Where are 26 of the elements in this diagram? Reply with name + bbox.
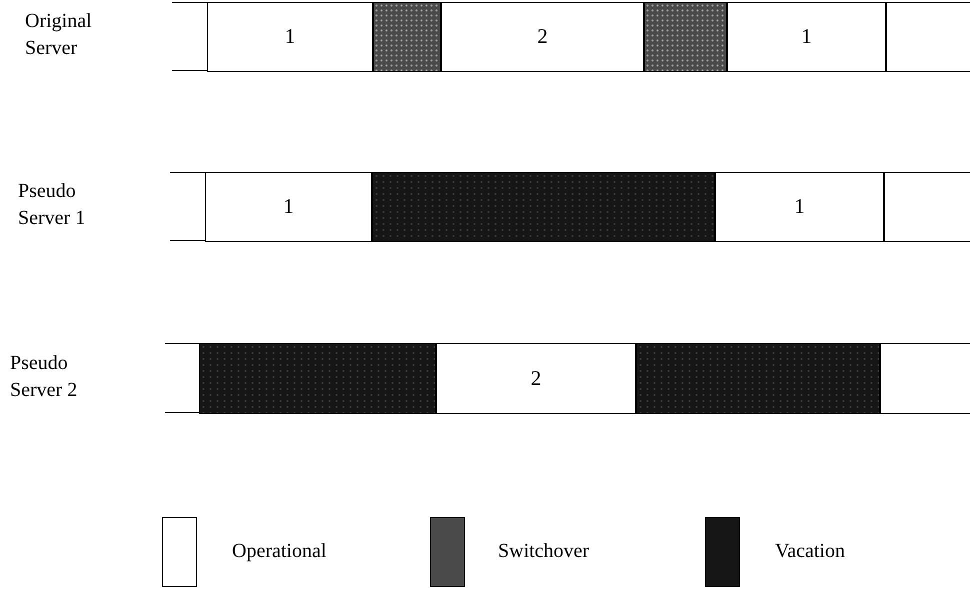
segment-number: 1 [801,24,812,50]
segment-number: 2 [530,366,542,391]
operational-segment [727,2,886,72]
operational-segment [884,172,970,242]
operational-segment [715,172,884,242]
segment-number: 2 [537,24,548,50]
operational-segment [207,2,373,72]
operational-segment [205,172,372,242]
vacation-segment [199,343,436,414]
operational-segment [880,343,970,414]
legend-label: Switchover [498,540,590,563]
switchover-segment [373,2,441,72]
operational-segment [436,343,636,414]
segment-number: 1 [284,24,296,50]
operational-segment [441,2,644,72]
operational-segment [886,2,970,72]
legend-label: Operational [232,540,326,563]
segment-number: 1 [283,194,294,220]
vacation-segment [636,343,880,414]
legend-label: Vacation [775,540,845,563]
row-label: Pseudo Server 2 [10,351,78,403]
segment-number: 1 [794,194,805,220]
row-label: Pseudo Server 1 [18,179,86,231]
vacation-segment [372,172,715,242]
row-label: Original Server [25,9,93,61]
switchover-segment [644,2,727,72]
